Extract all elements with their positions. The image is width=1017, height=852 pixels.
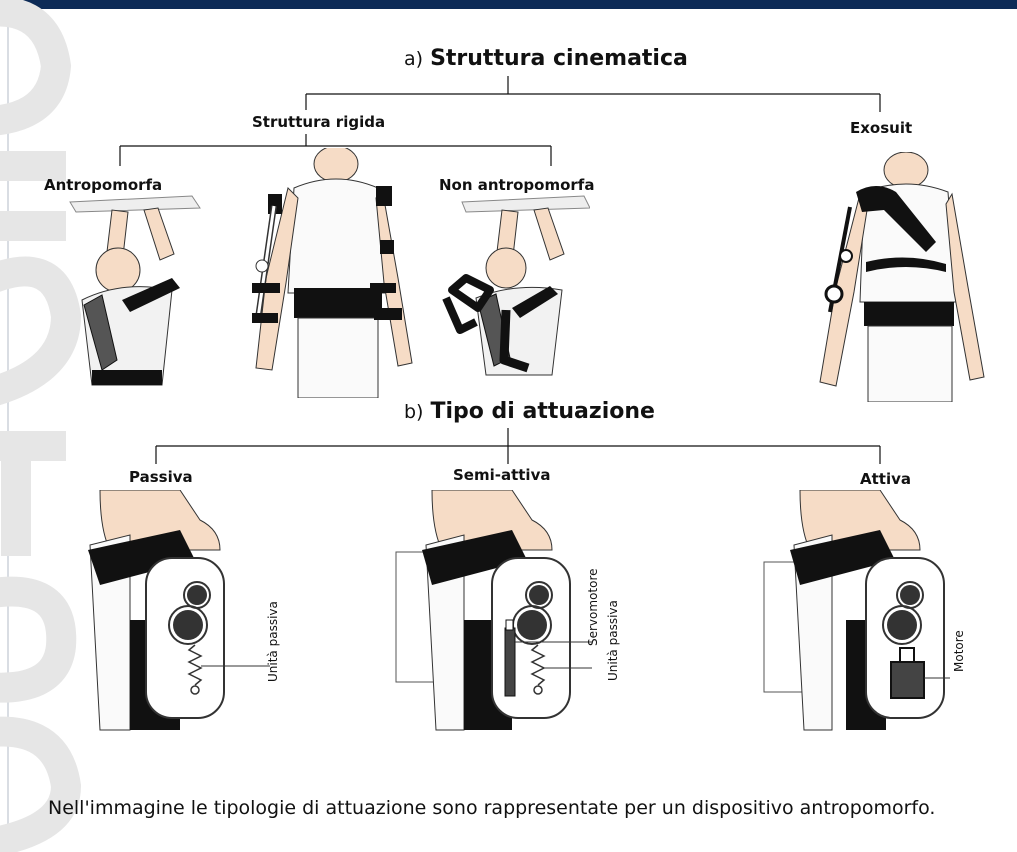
figure-exosuit bbox=[806, 152, 996, 402]
label-active: Attiva bbox=[860, 470, 911, 488]
figure-rigid-structure bbox=[236, 148, 426, 398]
figure-anthropomorphic bbox=[62, 190, 212, 390]
caption: Nell'immagine le tipologie di attuazione… bbox=[48, 797, 935, 819]
label-passive-unit: Unità passiva bbox=[266, 601, 280, 682]
section-b-heading: Tipo di attuazione bbox=[430, 399, 654, 424]
label-semi-active: Semi-attiva bbox=[453, 466, 550, 484]
label-servomotor: Servomotore bbox=[586, 568, 600, 646]
section-b-title: b) Tipo di attuazione bbox=[404, 399, 655, 424]
label-rigid-structure: Struttura rigida bbox=[252, 113, 385, 131]
label-motor: Motore bbox=[952, 630, 966, 672]
figure-semi-active-device bbox=[392, 490, 592, 750]
section-b-prefix: b) bbox=[404, 401, 423, 423]
figure-non-anthropomorphic bbox=[440, 190, 590, 380]
label-semi-passive-unit: Unità passiva bbox=[606, 600, 620, 681]
label-exosuit: Exosuit bbox=[850, 119, 912, 137]
label-passive: Passiva bbox=[129, 468, 193, 486]
figure-active-device bbox=[760, 490, 960, 750]
figure-passive-device bbox=[70, 490, 270, 750]
